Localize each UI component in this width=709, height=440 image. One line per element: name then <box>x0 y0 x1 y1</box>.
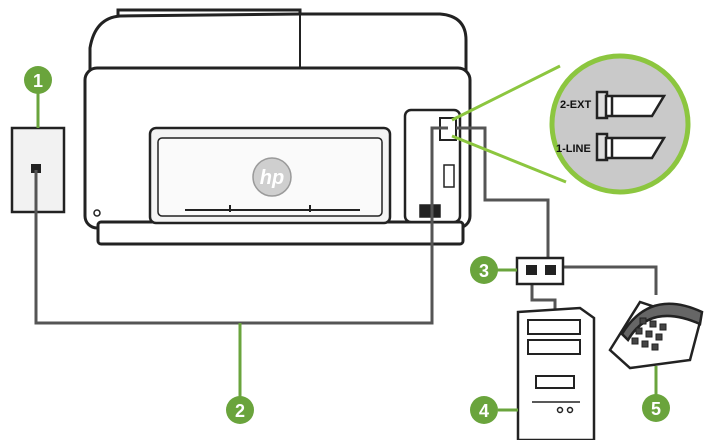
floppy-bay <box>535 375 575 389</box>
printer-to-splitter-cord <box>456 126 550 262</box>
hp-logo: hp <box>252 157 292 197</box>
line-port-label: 1-LINE <box>556 143 591 155</box>
callout-2: 2 <box>226 323 254 424</box>
splitter <box>515 256 565 286</box>
ext-port-plug <box>595 90 667 120</box>
ext-port-label: 2-EXT <box>560 99 591 111</box>
port-zoom-callout: 2-EXT 1-LINE <box>451 53 691 195</box>
line-port-plug <box>595 132 667 162</box>
printer-top-cover <box>88 12 468 72</box>
wall-jack <box>10 126 66 214</box>
callout-2-number: 2 <box>235 401 245 421</box>
hp-logo-text: hp <box>260 167 284 189</box>
callout-5: 5 <box>642 366 670 422</box>
callout-4: 4 <box>470 396 518 424</box>
printer-base <box>96 220 465 246</box>
drive-bay-1 <box>527 319 581 335</box>
callout-5-number: 5 <box>651 399 661 419</box>
keypad <box>631 317 667 351</box>
callout-1: 1 <box>24 66 52 128</box>
computer <box>516 306 596 440</box>
drive-bay-2 <box>527 339 581 355</box>
callout-3-number: 3 <box>479 261 489 281</box>
printer-rear <box>83 8 472 246</box>
callout-4-number: 4 <box>479 401 489 421</box>
callout-3: 3 <box>470 256 517 284</box>
splitter-to-telephone-cord <box>556 265 658 295</box>
callout-1-number: 1 <box>33 71 43 91</box>
phone-cord <box>34 126 448 325</box>
telephone <box>608 300 704 370</box>
